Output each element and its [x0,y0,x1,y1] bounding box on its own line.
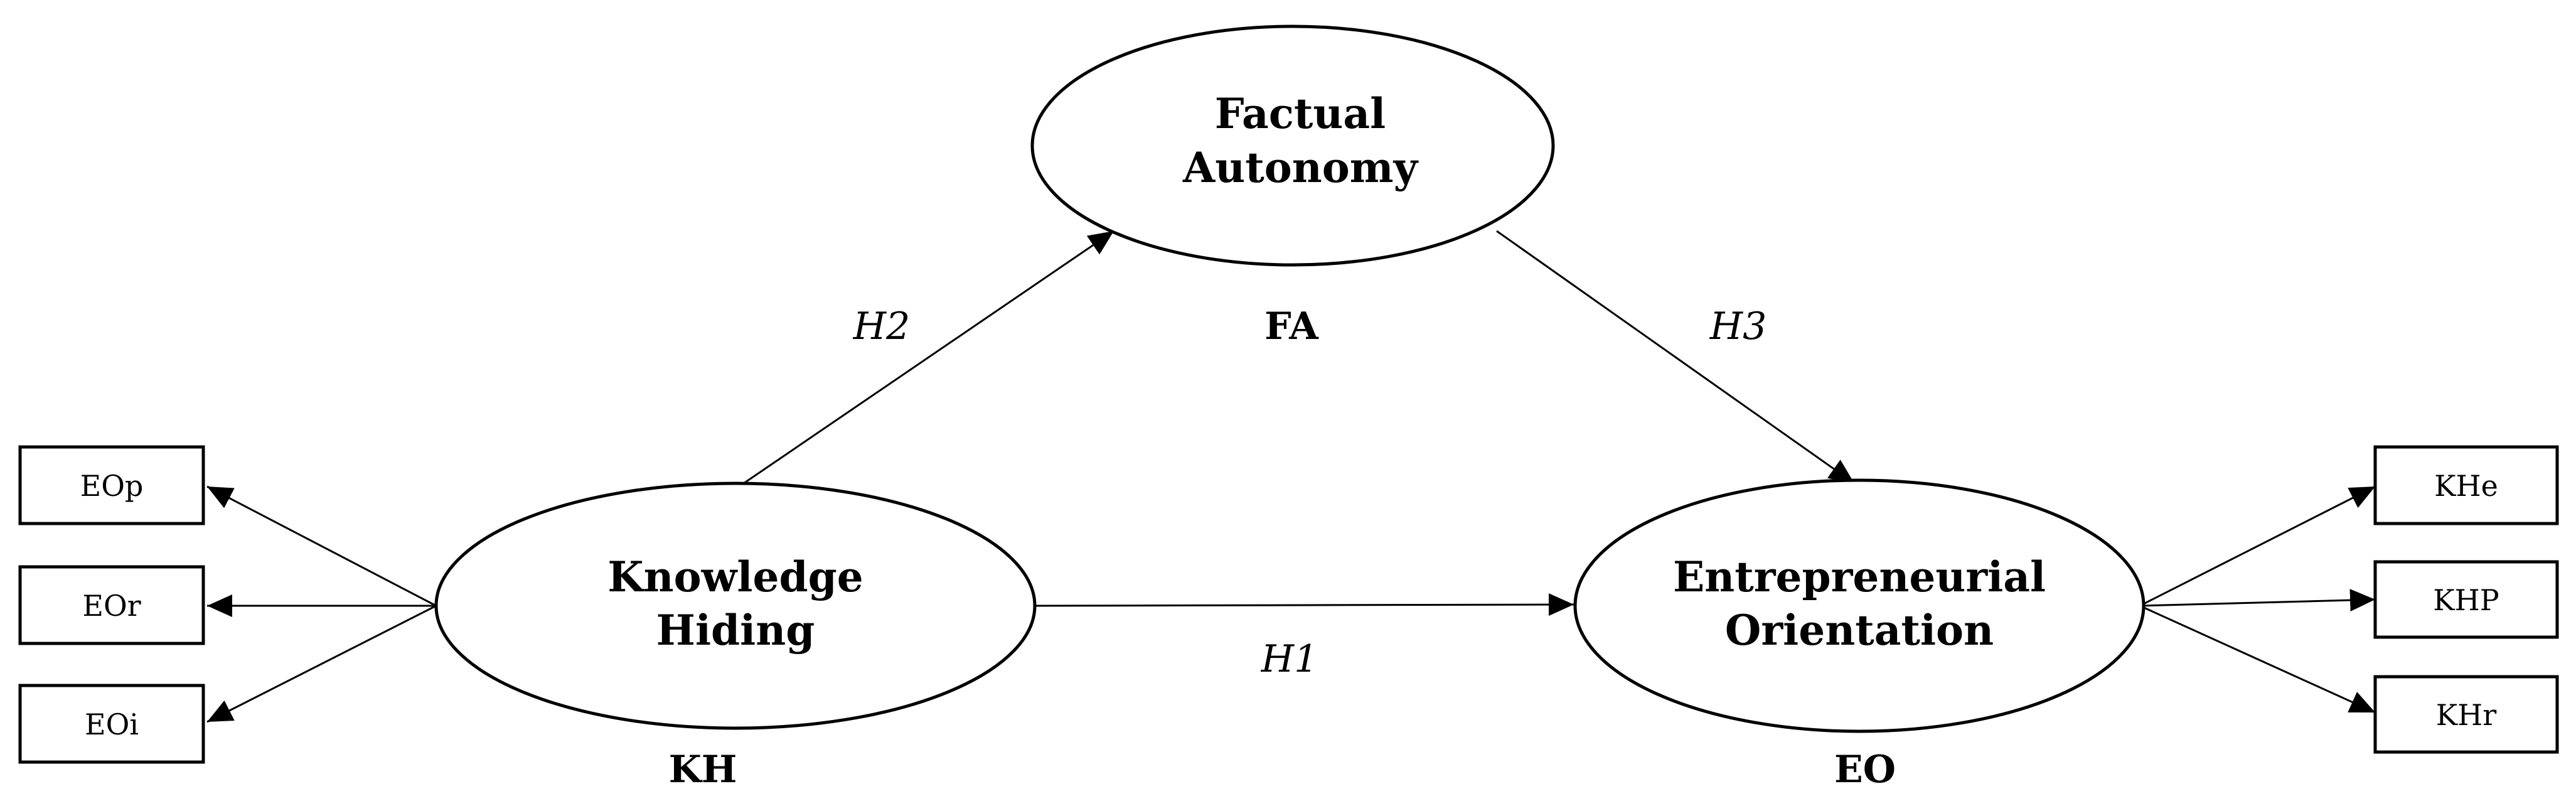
construct-kh-abbr: KH [669,748,737,792]
hypothesis-h3-label: H3 [1709,304,1767,348]
hypothesis-h1-label: H1 [1261,637,1318,681]
construct-knowledge-hiding: Knowledge Hiding [434,481,1037,730]
construct-eo-label-line1: Entrepreneurial [1673,552,2046,601]
indicator-box-khr: KHr [2373,675,2559,754]
construct-fa-label-line1: Factual [1215,89,1386,138]
indicator-box-eoi: EOi [18,684,205,764]
construct-fa-label-line2: Autonomy [1182,143,1419,192]
indicator-arrow-khe [2139,485,2376,607]
construct-kh-label-line2: Hiding [656,606,815,655]
indicator-eor-label: EOr [82,589,141,623]
path-h3-arrow [1496,230,1855,485]
construct-factual-autonomy: Factual Autonomy [1030,24,1555,267]
path-h2-arrow [743,230,1114,485]
construct-entrepreneurial-orientation: Entrepreneurial Orientation [1573,478,2146,733]
hypothesis-h2-label: H2 [853,304,911,348]
construct-eo-ellipse [1573,478,2146,733]
construct-fa-ellipse [1030,24,1555,267]
construct-eo-abbr: EO [1834,748,1896,792]
construct-kh-label-line1: Knowledge [607,552,863,601]
indicator-arrow-khp [2139,589,2376,612]
construct-eo-label-line2: Orientation [1725,606,1994,655]
indicator-khe-label: KHe [2434,469,2498,503]
indicator-box-eor: EOr [18,565,205,645]
indicator-box-eop: EOp [18,445,205,525]
indicator-eoi-label: EOi [85,707,139,741]
indicator-eop-label: EOp [80,469,144,503]
indicator-arrow-eoi [206,605,437,723]
construct-kh-ellipse [434,481,1037,730]
indicator-arrow-khr [2139,605,2376,714]
indicator-arrow-eop [206,485,437,607]
indicator-box-khe: KHe [2373,445,2559,525]
indicator-khp-label: KHP [2433,583,2499,617]
construct-fa-abbr: FA [1264,304,1319,348]
indicator-khr-label: KHr [2436,698,2496,732]
indicator-box-khp: KHP [2373,560,2559,639]
path-h1-arrow [1034,593,1574,616]
